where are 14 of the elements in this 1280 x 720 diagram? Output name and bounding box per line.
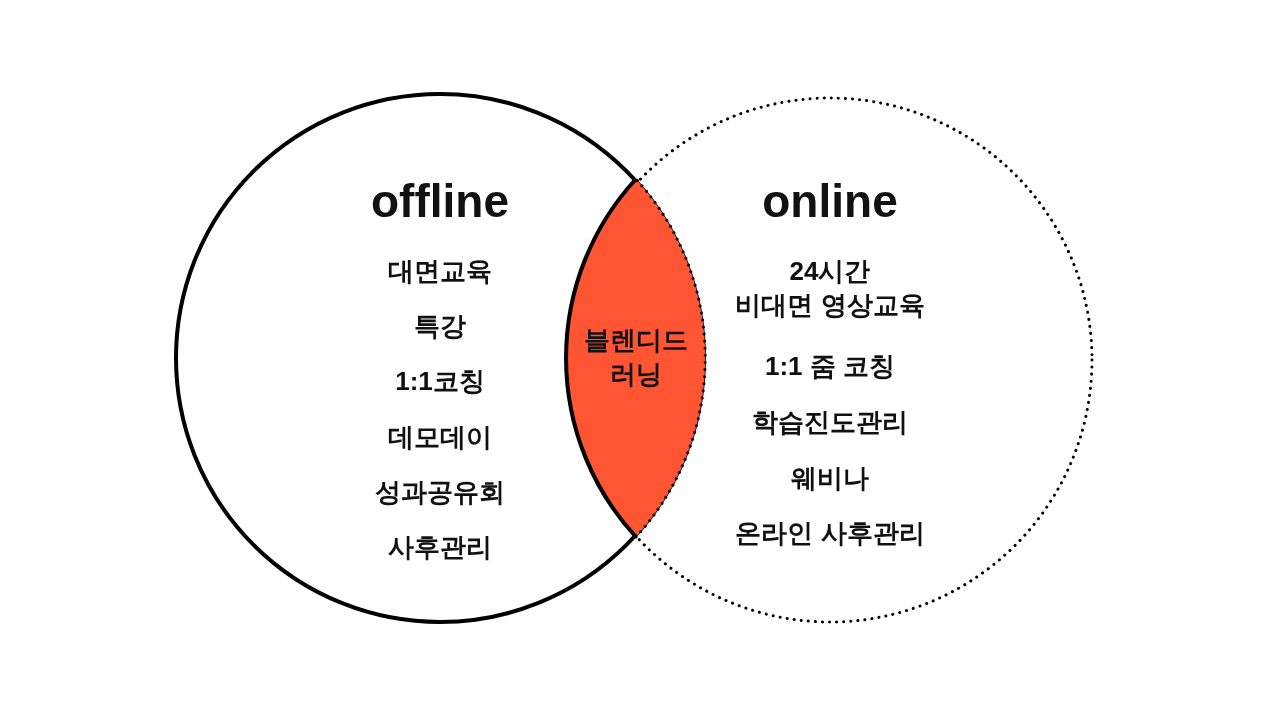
list-item: 사후관리 <box>388 531 492 564</box>
list-item: 1:1 줌 코칭 <box>765 350 895 383</box>
list-item: 1:1코칭 <box>395 365 485 398</box>
list-item: 웨비나 <box>791 462 869 495</box>
list-item: 성과공유회 <box>375 476 505 509</box>
list-item: 대면교육 <box>388 255 492 288</box>
overlap-label: 블렌디드 러닝 <box>583 324 689 391</box>
circle-title: online <box>762 174 898 229</box>
list-item: 데모데이 <box>388 421 492 454</box>
list-item: 온라인 사후관리 <box>735 517 925 550</box>
list-item: 24시간 비대면 영상교육 <box>735 255 925 322</box>
circle-title: offline <box>371 174 509 229</box>
list-item: 학습진도관리 <box>752 406 908 439</box>
list-item: 특강 <box>414 310 466 343</box>
